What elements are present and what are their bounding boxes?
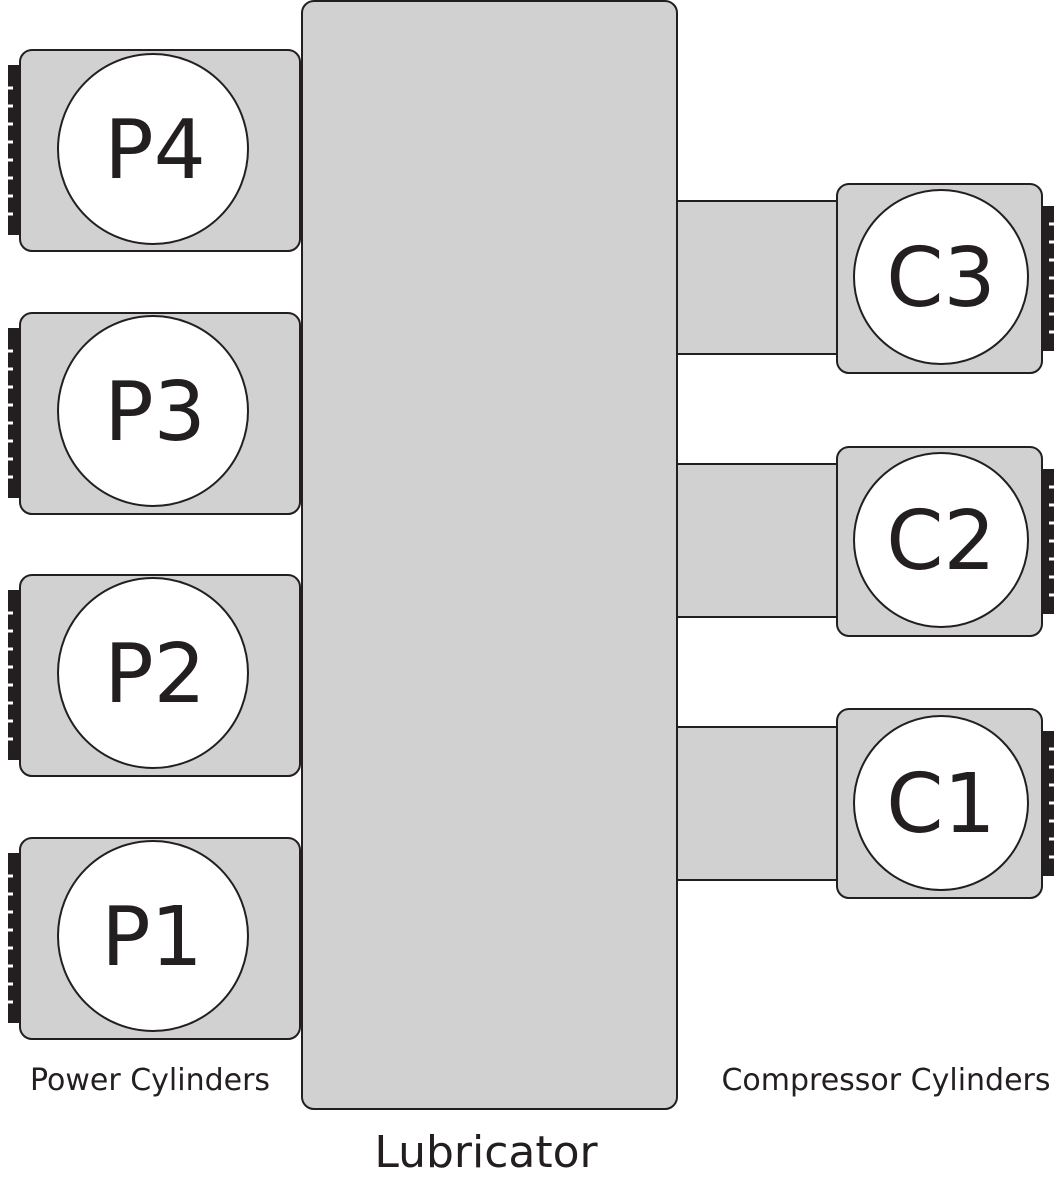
cylinder-circle <box>57 840 249 1032</box>
duct-c1 <box>671 726 841 881</box>
head-ticks <box>1049 222 1056 334</box>
power-cylinders-caption: Power Cylinders <box>30 1063 270 1098</box>
head-connector <box>8 328 20 498</box>
head-ticks <box>1049 485 1056 597</box>
head-ticks <box>6 349 13 479</box>
cylinder-label: P2 <box>104 627 206 722</box>
power-cylinder-p3: P3 <box>6 312 301 515</box>
cylinder-label: P4 <box>104 103 206 198</box>
head-connector <box>8 65 20 235</box>
lubricator-block <box>301 0 678 1110</box>
cylinder-circle <box>853 452 1029 628</box>
cylinder-circle <box>57 315 249 507</box>
compressor-cylinders-caption: Compressor Cylinders <box>721 1063 1050 1098</box>
power-cylinder-p1: P1 <box>6 837 301 1040</box>
cylinder-circle <box>57 53 249 245</box>
cylinder-label: C3 <box>886 231 995 326</box>
cylinder-label: C1 <box>886 757 995 852</box>
duct-c3 <box>671 200 841 355</box>
cylinder-circle <box>57 577 249 769</box>
head-ticks <box>6 611 13 741</box>
lubricator-label: Lubricator <box>374 1127 598 1178</box>
cylinder-label: C2 <box>886 494 995 589</box>
head-connector <box>8 853 20 1023</box>
head-ticks <box>6 86 13 216</box>
duct-c2 <box>671 463 841 618</box>
cylinder-label: P1 <box>101 890 203 985</box>
cylinder-label: P3 <box>104 365 206 460</box>
head-ticks <box>1049 747 1056 859</box>
cylinder-circle <box>853 189 1029 365</box>
power-cylinder-p4: P4 <box>6 49 301 252</box>
compressor-cylinder-c2: C2 <box>836 446 1056 637</box>
head-connector <box>8 590 20 760</box>
compressor-cylinder-c1: C1 <box>836 708 1056 899</box>
cylinder-circle <box>853 715 1029 891</box>
compressor-cylinder-c3: C3 <box>836 183 1056 374</box>
head-ticks <box>6 874 13 1004</box>
compressor-ducts <box>671 200 841 881</box>
power-cylinder-p2: P2 <box>6 574 301 777</box>
